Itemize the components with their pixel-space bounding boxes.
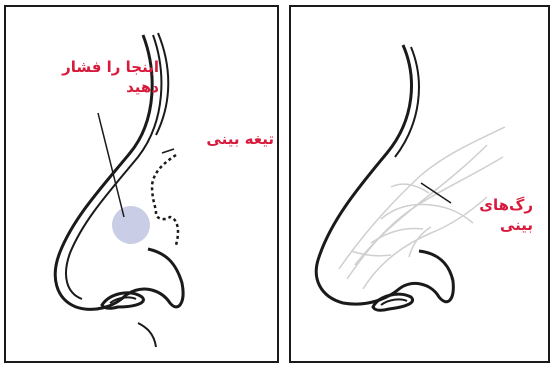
press-here-label-line1: اینجا را فشار xyxy=(14,57,159,77)
septum-label: تیغه بینی xyxy=(164,129,274,149)
nostril-shape xyxy=(373,294,413,310)
vessels-label: رگ‌های بینی xyxy=(461,195,533,235)
press-here-label: اینجا را فشار دهید xyxy=(14,57,159,97)
vessels-label-line2: بینی xyxy=(461,215,533,235)
nose-profile-outer xyxy=(316,45,453,304)
press-here-label-line2: دهید xyxy=(14,77,159,97)
nose-vessels-drawing xyxy=(291,7,548,361)
nose-pressure-panel: اینجا را فشار دهید تیغه بینی xyxy=(4,5,279,363)
septum-dashed-outline xyxy=(152,155,178,245)
septum-leader-line xyxy=(162,149,174,153)
vessels-label-line1: رگ‌های xyxy=(461,195,533,215)
pressure-point-spot xyxy=(112,206,150,244)
nose-profile-inner xyxy=(395,47,419,157)
cheek-line xyxy=(138,323,156,347)
nostril-inner xyxy=(381,299,407,305)
nose-vessels-panel: رگ‌های بینی xyxy=(289,5,550,363)
